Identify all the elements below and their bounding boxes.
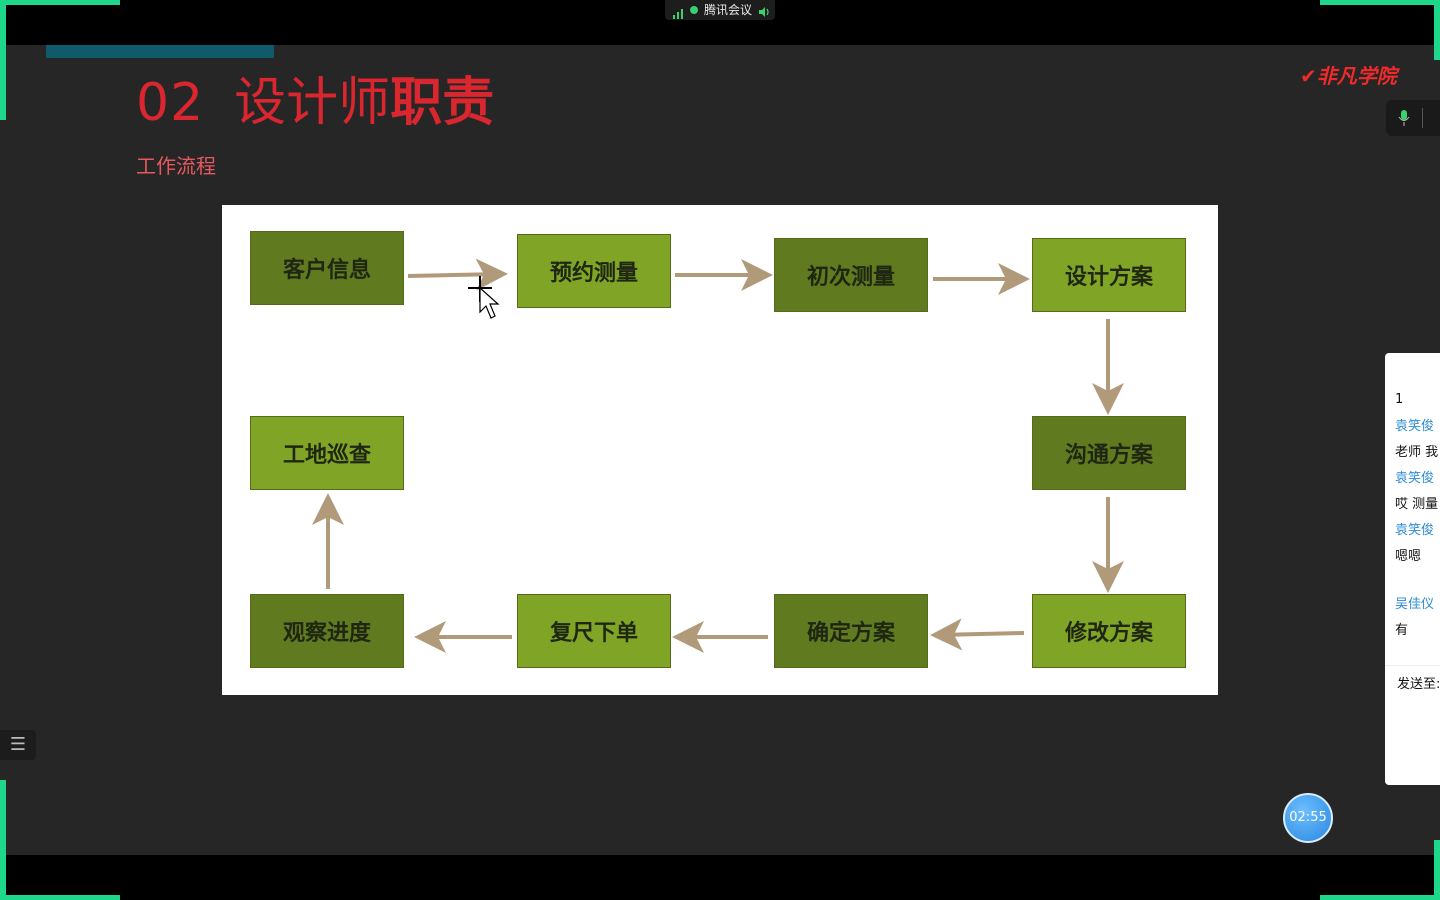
floating-timer[interactable]: 02:55 [1283,793,1333,843]
share-frame-corner [0,0,120,5]
mic-toolbar[interactable] [1386,100,1440,136]
member-list-toggle[interactable]: ☰ [0,730,36,760]
flow-step: 修改方案 [1032,594,1186,668]
share-frame-corner [0,895,120,900]
chat-message: 嗯嗯 [1395,549,1422,564]
slide-number: 02 [136,73,205,133]
slide-title-part1: 设计师 [234,73,391,133]
share-frame-corner [1320,895,1440,900]
flow-step: 工地巡查 [250,416,404,490]
chat-sender[interactable]: 吴佳仪 [1395,597,1435,612]
chat-sender[interactable]: 袁笑俊 [1395,471,1435,486]
arrow-left [930,618,1025,651]
slide-title: 02 设计师职责 [136,70,494,136]
share-frame-corner [1434,840,1440,900]
workflow-diagram: 客户信息 预约测量 初次测量 设计方案 沟通方案 修改方案 确定方案 复尺下单 … [222,205,1218,695]
logo-mark-icon: ✔ [1300,64,1317,88]
arrow-right [407,258,508,291]
toolbar-divider [1422,108,1423,128]
flow-step: 沟通方案 [1032,416,1186,490]
share-frame-corner [0,0,6,120]
flow-step: 复尺下单 [517,594,671,668]
slide-subtitle: 工作流程 [136,154,216,178]
meeting-status-bar[interactable]: 腾讯会议 [665,0,775,20]
flow-step: 预约测量 [517,234,671,308]
chat-message: 有 [1395,623,1409,638]
mouse-cursor-icon [467,274,501,324]
chat-sender[interactable]: 袁笑俊 [1395,419,1435,434]
meeting-app-name: 腾讯会议 [704,3,753,17]
chat-message: 1 [1395,392,1404,407]
title-accent-bar [46,45,274,58]
chat-message: 哎 测量 [1395,497,1439,512]
connection-dot-icon [690,6,698,14]
send-to-label[interactable]: 发送至: [1397,677,1440,692]
logo-text: 非凡学院 [1316,64,1397,88]
list-icon: ☰ [9,734,27,755]
slide-title-part2: 职责 [390,73,495,133]
brand-logo: ✔非凡学院 [1300,60,1397,89]
chat-divider [1385,665,1440,666]
share-frame-corner [0,780,6,900]
flow-step: 观察进度 [250,594,404,668]
share-frame-corner [1320,0,1440,5]
signal-bars-icon [673,5,685,25]
microphone-icon[interactable] [1398,110,1410,130]
share-frame-corner [1434,0,1440,60]
speaker-icon[interactable] [758,4,770,24]
flow-step: 初次测量 [774,238,928,312]
chat-sender[interactable]: 袁笑俊 [1395,523,1435,538]
flow-arrows [312,258,1124,653]
chat-message: 老师 我 [1395,445,1439,460]
flow-step: 客户信息 [250,231,404,305]
chat-panel[interactable]: 1 袁笑俊 老师 我 袁笑俊 哎 测量 袁笑俊 嗯嗯 吴佳仪 有 发送至: [1385,353,1440,785]
flow-step: 设计方案 [1032,238,1186,312]
flow-step: 确定方案 [774,594,928,668]
